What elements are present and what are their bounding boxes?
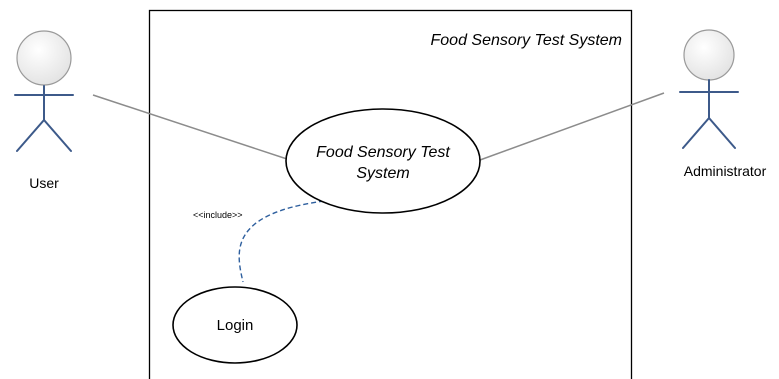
use-case-main-line2: System: [356, 165, 409, 182]
actor-administrator-label: Administrator: [684, 163, 767, 179]
include-label: <<include>>: [193, 210, 243, 220]
system-title: Food Sensory Test System: [431, 32, 623, 49]
actor-user-head: [16, 30, 72, 86]
use-case-login: Login: [172, 286, 298, 364]
use-case-food-sensory-test-system: Food Sensory Test System: [285, 108, 481, 214]
association-user: [92, 94, 291, 161]
actor-user-label: User: [29, 175, 59, 191]
actor-administrator-figure: [679, 79, 739, 149]
actor-user-figure: [14, 85, 74, 152]
actor-administrator: Administrator: [679, 29, 767, 179]
include-dependency: [238, 200, 325, 283]
use-case-main-line1: Food Sensory Test: [316, 144, 450, 161]
use-case-login-label: Login: [217, 317, 254, 334]
actor-administrator-head: [683, 29, 735, 81]
system-boundary: [148, 9, 633, 379]
actor-user: User: [14, 30, 74, 191]
association-administrator: [479, 92, 665, 161]
